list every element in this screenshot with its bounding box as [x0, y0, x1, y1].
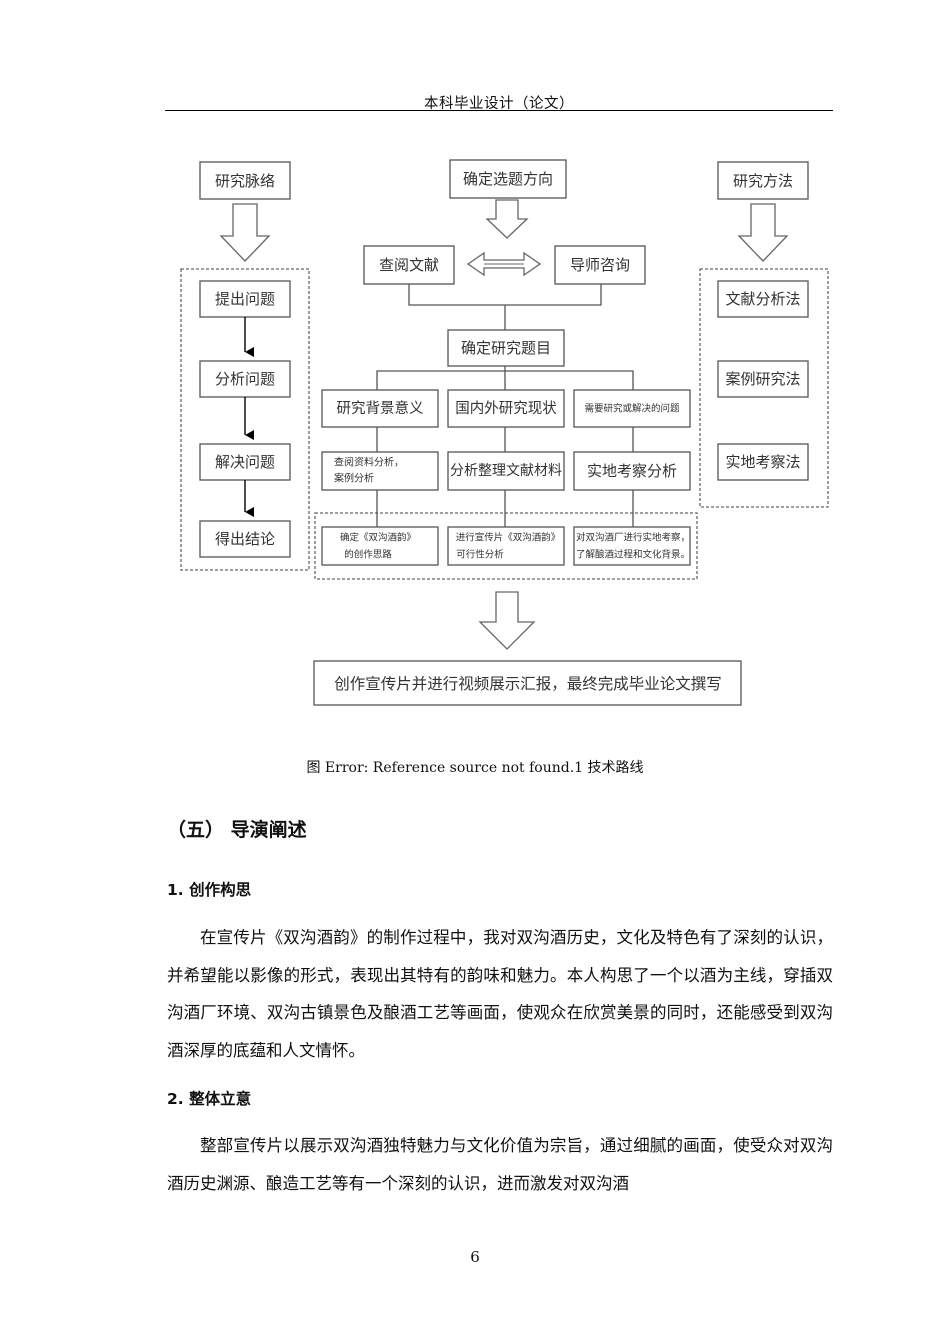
- advisor-box: [554, 245, 646, 285]
- method-box-3: [717, 443, 809, 481]
- right-dashed-group: [699, 268, 829, 508]
- col2-bottom-box: [447, 526, 565, 566]
- right-hollow-arrow: [737, 203, 789, 262]
- left-dashed-group: [180, 268, 310, 571]
- col3-bottom-box: [573, 526, 691, 566]
- col3-bottom-line1: 对双沟酒厂进行实地考察，: [576, 532, 690, 544]
- col1-mid-line1: 查阅资料分析，: [334, 456, 404, 469]
- col3-bottom-line2: 了解酿酒过程和文化背景。: [576, 549, 690, 561]
- bottom-dashed-group: [314, 512, 698, 580]
- step-label-4: 得出结论: [215, 530, 275, 548]
- final-label: 创作宣传片并进行视频展示汇报，最终完成毕业论文撰写: [334, 675, 722, 693]
- topic-label: 确定研究题目: [461, 339, 551, 357]
- col3-mid-box: [573, 451, 691, 491]
- col1-bottom-box: [321, 526, 439, 566]
- center-heading: 确定选题方向: [463, 170, 553, 188]
- header-rule: [165, 110, 833, 111]
- left-heading-box: [199, 161, 291, 200]
- step-box-3: [199, 443, 291, 481]
- step-label-1: 提出问题: [215, 290, 275, 308]
- col1-title-box: [321, 389, 439, 428]
- col1-mid-box: [321, 451, 439, 491]
- method-label-3: 实地考察法: [725, 453, 800, 471]
- col3-title-box: [573, 389, 691, 428]
- bottom-hollow-arrow: [478, 591, 536, 650]
- col1-title: 研究背景意义: [337, 399, 424, 417]
- topic-box: [447, 329, 565, 367]
- section-title: （五） 导演阐述: [167, 819, 307, 841]
- col2-title: 国内外研究现状: [455, 400, 557, 417]
- col2-title-box: [447, 389, 565, 428]
- paragraph-1: 在宣传片《双沟酒韵》的制作过程中，我对双沟酒历史，文化及特色有了深刻的认识，并希…: [167, 928, 833, 1060]
- subsection-title-2: 2. 整体立意: [167, 1090, 252, 1108]
- right-heading: 研究方法: [733, 172, 793, 190]
- right-heading-box: [717, 161, 809, 200]
- technical-route-flowchart: 研究脉络 确定选题方向 研究方法 查阅文献 导师咨询 确定研究题目 提出问题 分…: [180, 159, 829, 706]
- page-number: 6: [470, 1248, 480, 1266]
- col1-bottom-line2: 的创作思路: [344, 549, 392, 561]
- review-advisor-merge-line: [408, 284, 602, 306]
- col2-bottom-line2: 可行性分析: [456, 549, 504, 561]
- step-box-1: [199, 280, 291, 318]
- step-label-2: 分析问题: [215, 370, 275, 388]
- left-heading: 研究脉络: [215, 172, 275, 190]
- col3-mid-label: 实地考察分析: [587, 462, 677, 480]
- col2-bottom-line1: 进行宣传片《双沟酒韵》: [456, 532, 561, 544]
- running-header: 本科毕业设计（论文）: [424, 96, 574, 112]
- method-label-1: 文献分析法: [725, 290, 800, 308]
- topic-split-line: [376, 366, 634, 390]
- step-box-2: [199, 360, 291, 398]
- col2-mid-label: 分析整理文献材料: [450, 463, 562, 479]
- center-hollow-arrow: [485, 199, 529, 239]
- step-box-4: [199, 520, 291, 558]
- subsection-title-1: 1. 创作构思: [167, 881, 252, 899]
- col3-title: 需要研究或解决的问题: [584, 403, 680, 415]
- left-hollow-arrow: [219, 203, 271, 262]
- center-heading-box: [449, 159, 567, 199]
- method-label-2: 案例研究法: [725, 370, 800, 388]
- advisor-label: 导师咨询: [570, 256, 630, 274]
- review-label: 查阅文献: [379, 256, 439, 274]
- review-box: [363, 245, 455, 285]
- col1-mid-line2: 案例分析: [334, 472, 374, 485]
- col1-bottom-line1: 确定《双沟酒韵》: [340, 532, 416, 544]
- final-box: [313, 660, 742, 706]
- step-label-3: 解决问题: [215, 453, 275, 471]
- figure-caption: 图 Error: Reference source not found.1 技术…: [306, 760, 644, 776]
- col2-mid-box: [447, 451, 565, 491]
- method-box-2: [717, 360, 809, 398]
- paragraph-2: 整部宣传片以展示双沟酒独特魅力与文化价值为宗旨，通过细腻的画面，使受众对双沟酒历…: [167, 1136, 833, 1193]
- method-box-1: [717, 280, 809, 318]
